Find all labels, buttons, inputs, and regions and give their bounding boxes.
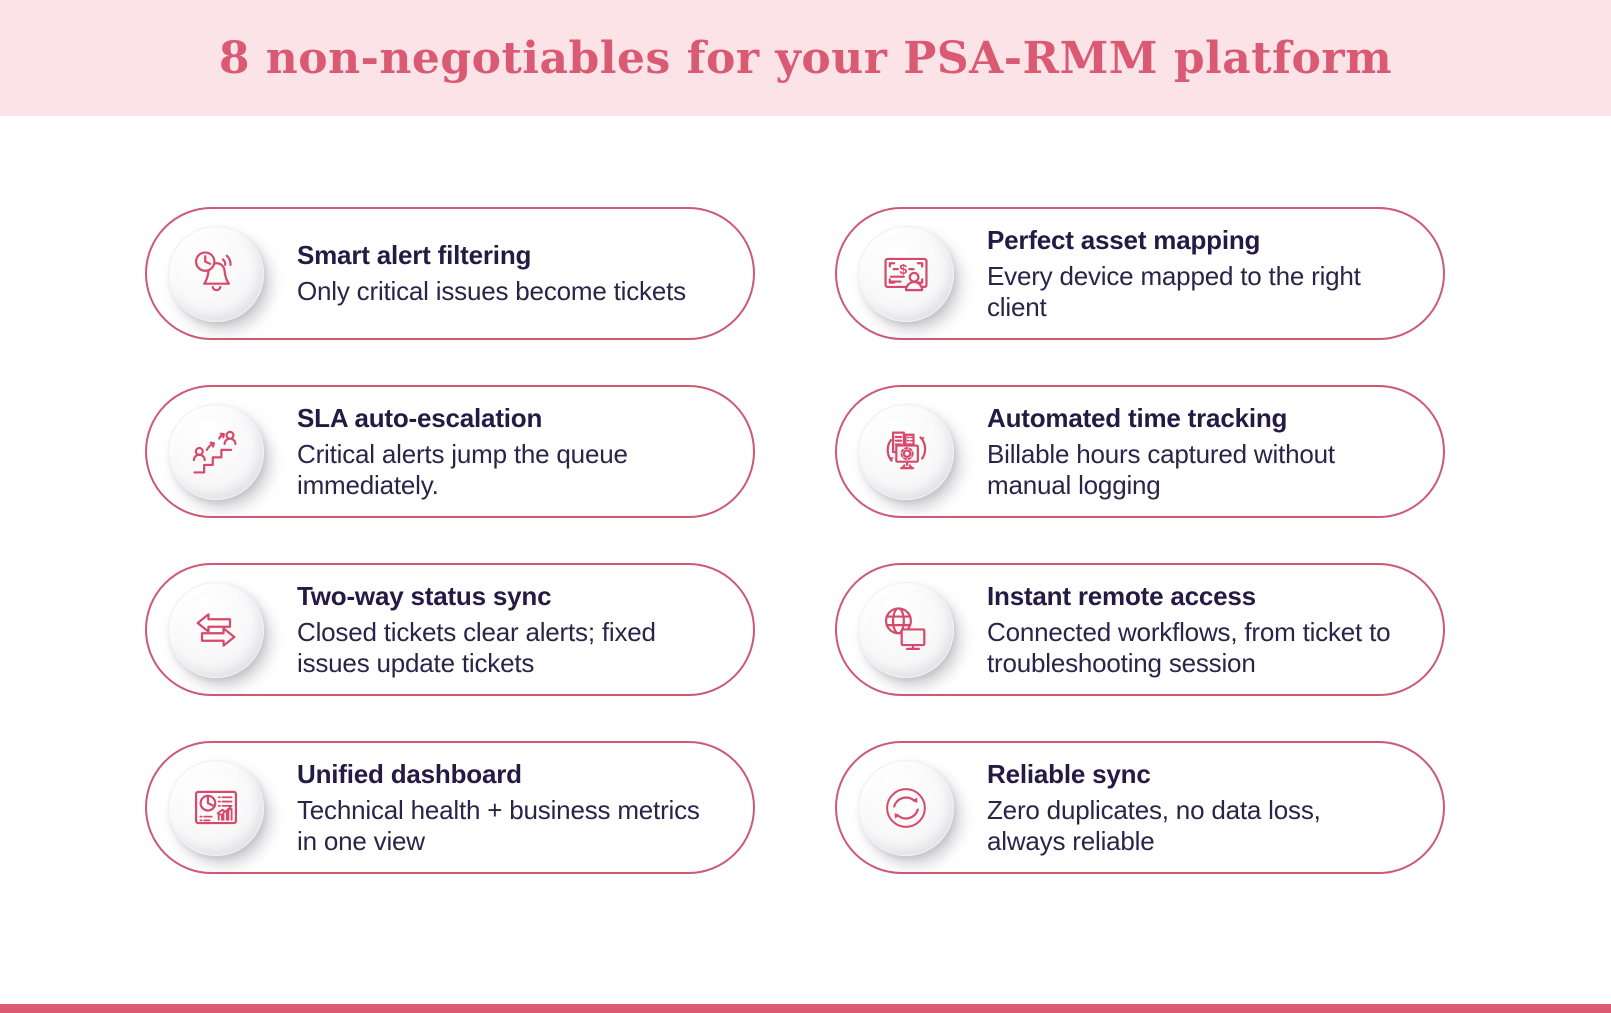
icon-circle	[168, 403, 264, 500]
card-title: SLA auto-escalation	[297, 402, 543, 433]
card-text: Perfect asset mapping Every device mappe…	[987, 225, 1393, 323]
card-title: Reliable sync	[987, 758, 1151, 789]
card-description: Closed tickets clear alerts; fixed issue…	[297, 616, 656, 678]
card-description: Only critical issues become tickets	[297, 276, 686, 306]
asset-card-person-icon: $	[878, 246, 934, 302]
page-title: 8 non-negotiables for your PSA-RMM platf…	[218, 32, 1393, 84]
svg-text:$: $	[899, 261, 907, 277]
icon-circle	[168, 759, 264, 856]
icon-circle	[168, 225, 264, 322]
card-instant-remote-access: Instant remote access Connected workflow…	[835, 563, 1445, 696]
icon-circle	[858, 581, 954, 678]
icon-circle	[858, 403, 954, 500]
card-sla-auto-escalation: SLA auto-escalation Critical alerts jump…	[145, 385, 755, 518]
card-description: Billable hours captured without manual l…	[987, 438, 1335, 500]
card-title: Perfect asset mapping	[987, 224, 1261, 255]
icon-circle: $	[858, 225, 954, 322]
card-automated-time-tracking: Automated time tracking Billable hours c…	[835, 385, 1445, 518]
icon-circle	[168, 581, 264, 678]
globe-monitor-icon	[878, 602, 934, 658]
card-unified-dashboard: Unified dashboard Technical health + bus…	[145, 741, 755, 874]
two-way-arrows-icon	[188, 602, 244, 658]
card-description: Technical health + business metrics in o…	[297, 794, 700, 856]
card-title: Unified dashboard	[297, 758, 522, 789]
card-text: Instant remote access Connected workflow…	[987, 581, 1393, 679]
card-description: Connected workflows, from ticket to trou…	[987, 616, 1391, 678]
card-text: Unified dashboard Technical health + bus…	[297, 759, 703, 857]
card-description: Zero duplicates, no data loss, always re…	[987, 794, 1321, 856]
header-banner: 8 non-negotiables for your PSA-RMM platf…	[0, 0, 1611, 116]
card-text: Automated time tracking Billable hours c…	[987, 403, 1393, 501]
card-perfect-asset-mapping: $ Perfect asset mapping Every device map…	[835, 207, 1445, 340]
footer-accent-bar	[0, 1004, 1611, 1013]
card-title: Instant remote access	[987, 580, 1256, 611]
dashboard-charts-icon	[188, 780, 244, 836]
card-description: Every device mapped to the right client	[987, 260, 1361, 322]
cards-grid: Smart alert filtering Only critical issu…	[145, 207, 1445, 874]
card-title: Two-way status sync	[297, 580, 552, 611]
card-reliable-sync: Reliable sync Zero duplicates, no data l…	[835, 741, 1445, 874]
card-two-way-status-sync: Two-way status sync Closed tickets clear…	[145, 563, 755, 696]
card-text: SLA auto-escalation Critical alerts jump…	[297, 403, 703, 501]
card-smart-alert-filtering: Smart alert filtering Only critical issu…	[145, 207, 755, 340]
card-title: Smart alert filtering	[297, 240, 532, 270]
sync-arrows-icon	[878, 780, 934, 836]
card-text: Smart alert filtering Only critical issu…	[297, 240, 686, 307]
card-title: Automated time tracking	[987, 402, 1288, 433]
card-description: Critical alerts jump the queue immediate…	[297, 438, 628, 500]
escalation-stairs-icon	[188, 424, 244, 480]
card-text: Reliable sync Zero duplicates, no data l…	[987, 759, 1393, 857]
monitor-gear-cycle-icon	[878, 424, 934, 480]
card-text: Two-way status sync Closed tickets clear…	[297, 581, 703, 679]
alert-bell-clock-icon	[188, 246, 244, 302]
icon-circle	[858, 759, 954, 856]
